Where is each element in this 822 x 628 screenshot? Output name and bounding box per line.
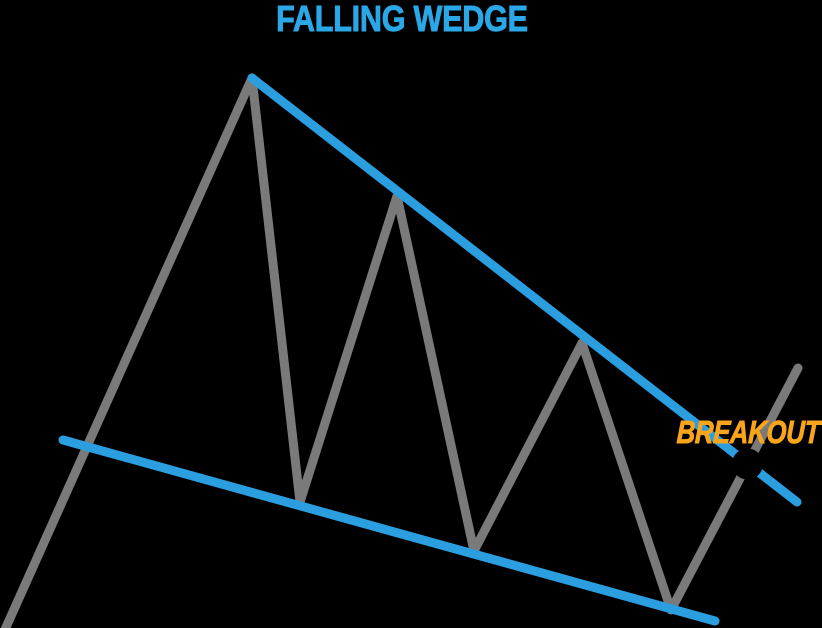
- upper-trendline: [247, 73, 802, 507]
- price-zigzag-line: [0, 73, 803, 628]
- breakout-label: BREAKOUT: [676, 414, 821, 451]
- breakout-dot: [732, 448, 763, 480]
- page-title: FALLING WEDGE: [276, 0, 529, 39]
- lower-trendline: [58, 435, 720, 626]
